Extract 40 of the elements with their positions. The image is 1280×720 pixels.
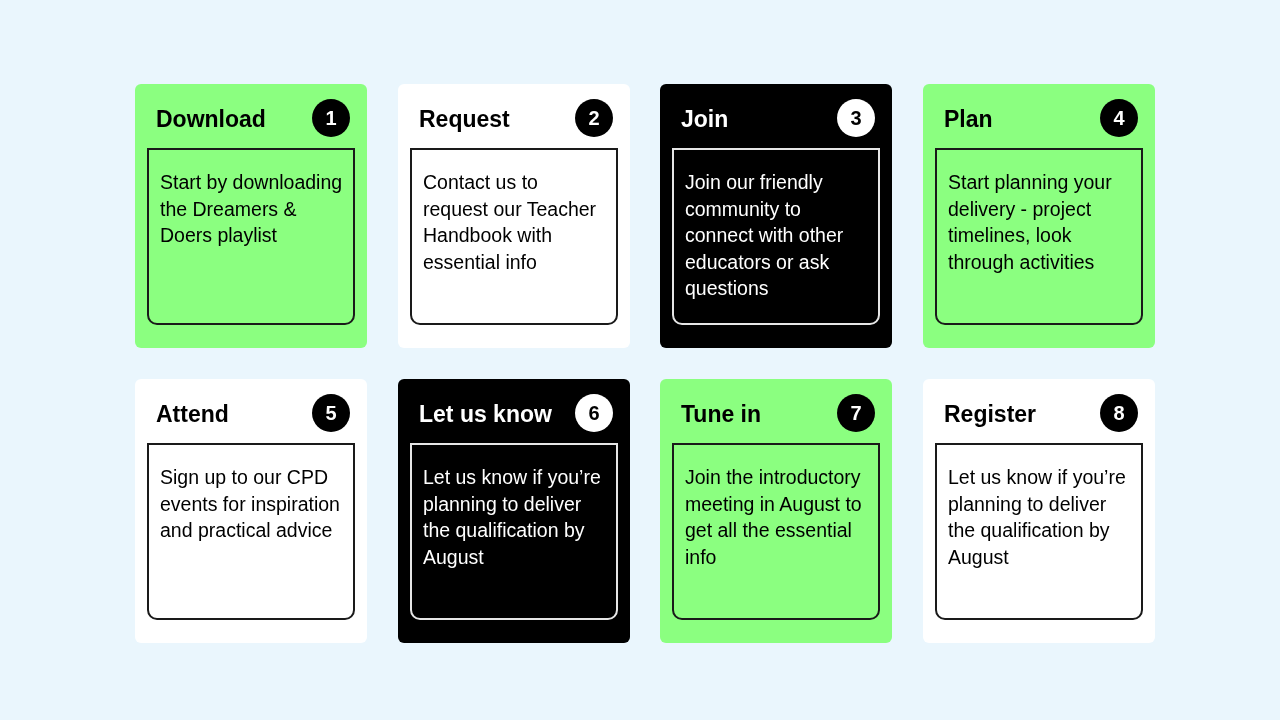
description-panel: [935, 443, 1143, 620]
description-text: Let us know if you’re planning to deliver the qualification by August: [948, 465, 1127, 570]
step-card: [923, 379, 1155, 643]
step-title: Register: [944, 400, 1037, 428]
step-number: 6: [575, 394, 613, 432]
description-text: Let us know if you’re planning to deliver the qualification by August: [423, 465, 602, 570]
step-title: Join: [681, 105, 729, 133]
step-card: [135, 379, 367, 643]
description-panel: [147, 443, 355, 620]
description-panel: [147, 148, 355, 325]
description-panel: [935, 148, 1143, 325]
step-title: Attend: [156, 400, 229, 428]
step-card: [135, 84, 367, 348]
step-card: [660, 84, 892, 348]
step-title: Download: [156, 105, 266, 133]
step-title: Let us know: [419, 400, 552, 428]
step-card: [660, 379, 892, 643]
step-card: [398, 84, 630, 348]
description-text: Contact us to request our Teacher Handbook with essential info: [423, 170, 598, 275]
description-text: Join our friendly community to connect with other educators or ask questions: [685, 170, 845, 301]
step-title: Tune in: [681, 400, 762, 428]
step-number: 5: [312, 394, 350, 432]
description-text: Start by downloading the Dreamers & Doers playlist: [160, 170, 344, 248]
step-card: [398, 379, 630, 643]
step-title: Plan: [944, 105, 993, 133]
step-number: 7: [837, 394, 875, 432]
description-panel: [672, 148, 880, 325]
step-number: 8: [1100, 394, 1138, 432]
description-text: Join the introductory meeting in August to get all the essential info: [685, 465, 863, 570]
step-number: 3: [837, 99, 875, 137]
description-panel: [672, 443, 880, 620]
step-number: 2: [575, 99, 613, 137]
description-text: Start planning your delivery - project timelines, look through activities: [948, 170, 1113, 275]
step-number: 4: [1100, 99, 1138, 137]
step-title: Request: [419, 105, 510, 133]
description-panel: [410, 443, 618, 620]
step-card: [923, 84, 1155, 348]
description-text: Sign up to our CPD events for inspiration and practical advice: [160, 465, 341, 543]
description-panel: [410, 148, 618, 325]
step-number: 1: [312, 99, 350, 137]
